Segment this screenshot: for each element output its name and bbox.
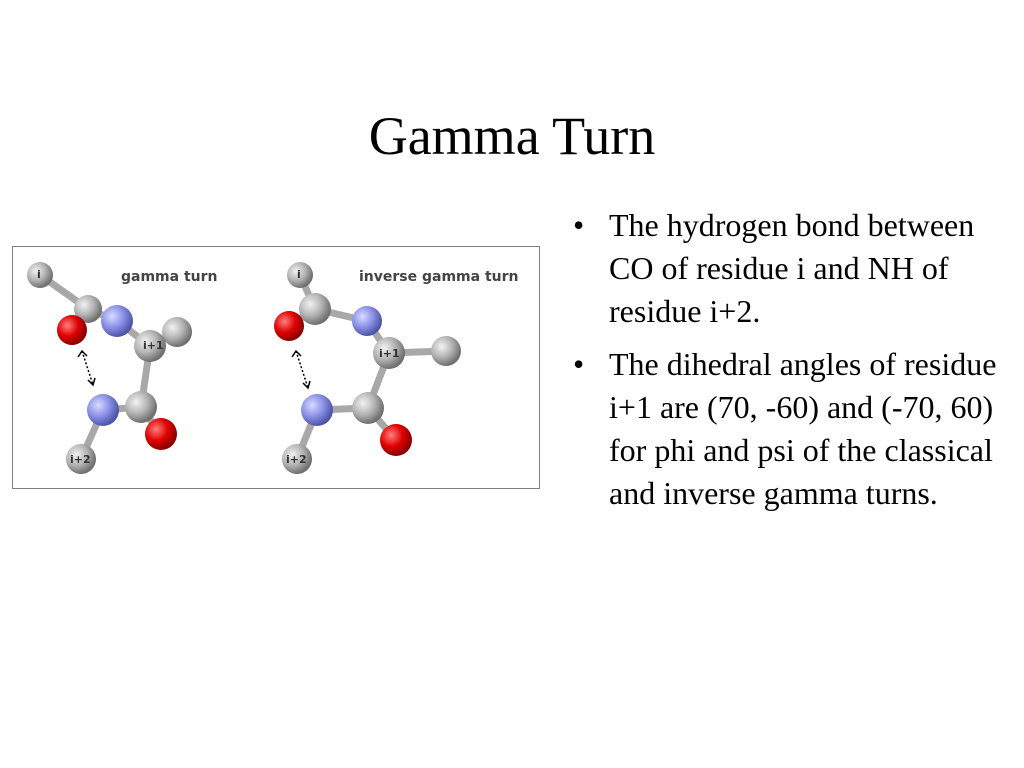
hydrogen-bond-arrow: [77, 349, 96, 387]
hydrogen-bond-arrow: [291, 349, 311, 390]
oxygen-atom: [145, 418, 177, 450]
carbon-atom: [299, 293, 331, 325]
nitrogen-atom: [101, 305, 133, 337]
oxygen-atom: [274, 311, 304, 341]
gamma-turn-panel: gamma turn: [27, 262, 218, 474]
carbon-atom: [352, 392, 384, 424]
bullet-text: The hydrogen bond between CO of residue …: [609, 207, 975, 329]
carbon-atom: [287, 262, 313, 288]
carbon-atom: [162, 317, 192, 347]
atom-label-i: i: [37, 268, 41, 281]
inverse-gamma-turn-label: inverse gamma turn: [359, 269, 519, 285]
gamma-turn-figure: gamma turn: [12, 246, 540, 489]
oxygen-atom: [57, 315, 87, 345]
carbon-atom: [373, 337, 405, 369]
gamma-turn-label: gamma turn: [121, 269, 218, 285]
bullet-icon: •: [573, 346, 585, 382]
carbon-atom: [125, 391, 157, 423]
carbon-atom: [66, 444, 96, 474]
nitrogen-atom: [301, 394, 333, 426]
carbon-atom: [431, 336, 461, 366]
carbon-atom: [282, 444, 312, 474]
slide-title: Gamma Turn: [368, 106, 656, 166]
bullet-item: • The hydrogen bond between CO of residu…: [571, 204, 1001, 333]
atoms: [27, 262, 192, 474]
bullet-item: • The dihedral angles of residue i+1 are…: [571, 343, 1001, 515]
carbon-atom: [27, 262, 53, 288]
atom-label-i-plus-2: i+2: [286, 453, 307, 466]
oxygen-atom: [380, 424, 412, 456]
atom-label-i-plus-1: i+1: [379, 347, 400, 360]
atom-label-i-plus-1: i+1: [143, 339, 164, 352]
nitrogen-atom: [352, 306, 382, 336]
nitrogen-atom: [87, 394, 119, 426]
bullet-text: The dihedral angles of residue i+1 are (…: [609, 346, 997, 511]
atom-label-i-plus-2: i+2: [70, 453, 91, 466]
carbon-atom: [74, 295, 102, 323]
molecule-diagram: gamma turn: [27, 262, 519, 474]
bullet-icon: •: [573, 207, 585, 243]
atoms: [274, 262, 461, 474]
inverse-gamma-turn-panel: inverse gamma turn: [274, 262, 519, 474]
atom-label-i: i: [297, 268, 301, 281]
carbon-atom: [134, 330, 166, 362]
bullet-list: • The hydrogen bond between CO of residu…: [571, 204, 1001, 525]
